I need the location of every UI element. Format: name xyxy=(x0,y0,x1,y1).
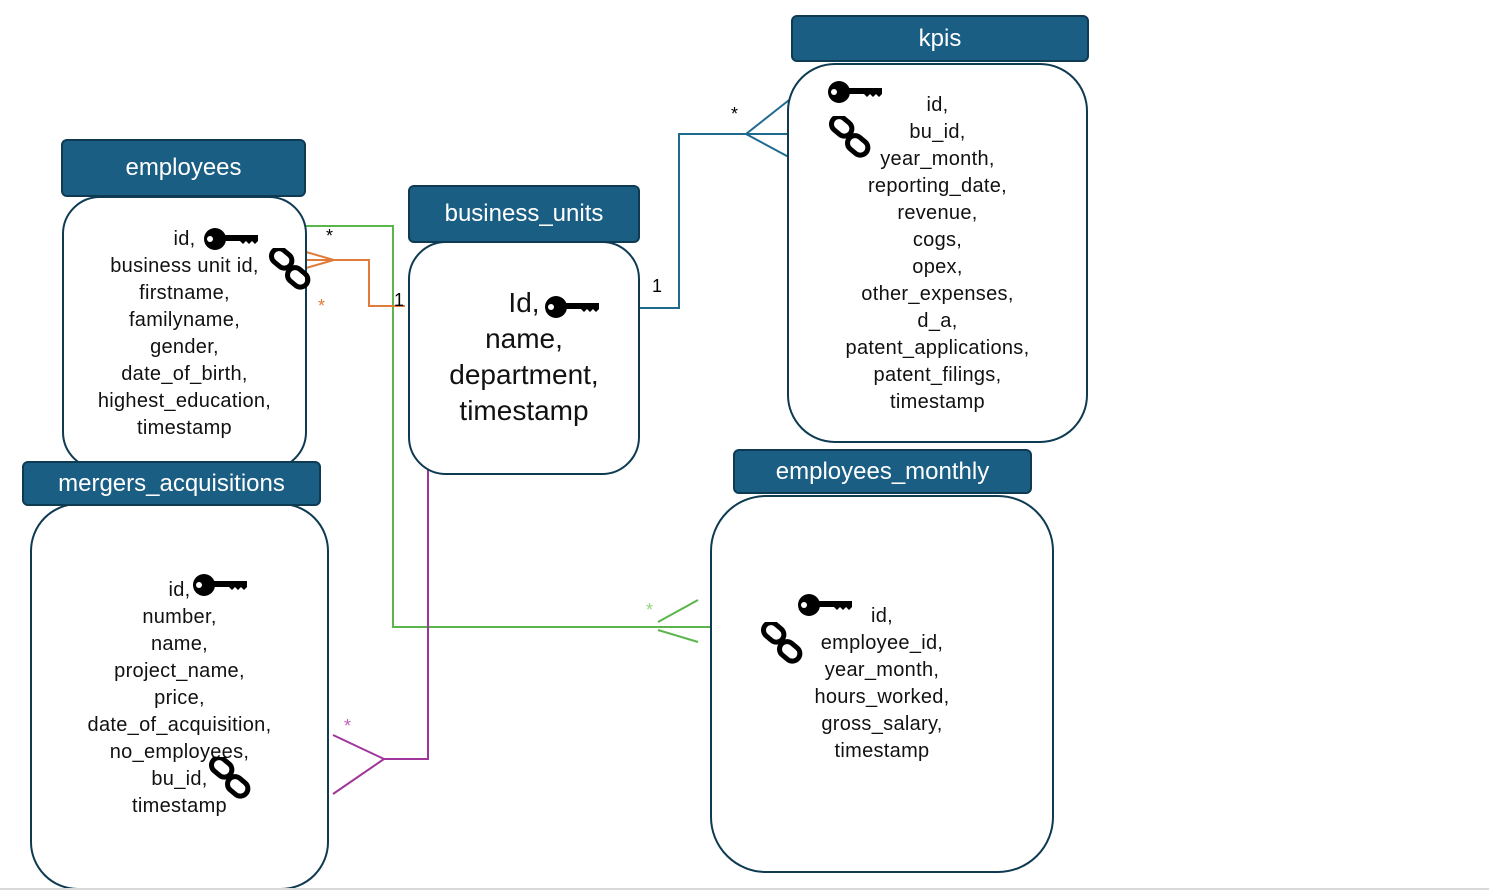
business-units-table-body[interactable]: Id, name, department, timestamp xyxy=(408,241,640,475)
field-timestamp: timestamp xyxy=(459,395,589,426)
field-cogs: cogs, xyxy=(912,229,963,251)
employees-table-header[interactable]: employees xyxy=(61,139,306,197)
field-familyname: familyname, xyxy=(128,309,241,331)
kpis-table-header[interactable]: kpis xyxy=(791,15,1089,62)
bu-mergers-crowfoot-lower xyxy=(332,758,385,795)
key-icon xyxy=(193,574,247,596)
field-name: name, xyxy=(150,633,209,655)
field-id: Id, xyxy=(508,287,540,318)
bu-kpis-link xyxy=(616,133,808,309)
bottom-divider xyxy=(0,888,1489,890)
chain-link-icon xyxy=(268,248,311,290)
field-id: id, xyxy=(168,579,191,601)
bu-employees-crowfoot xyxy=(305,251,338,269)
business-units-fields: Id, name, department, timestamp xyxy=(410,285,638,429)
kpis-fields: id, bu_id, year_month, reporting_date, r… xyxy=(789,92,1086,416)
field-highest-education: highest_education, xyxy=(97,390,272,412)
chain-link-icon xyxy=(208,757,251,799)
bu-employees-link xyxy=(300,259,405,307)
mergers-acquisitions-table-body[interactable]: id, number, name, project_name, price, d… xyxy=(30,503,329,890)
field-other-expenses: other_expenses, xyxy=(861,283,1014,305)
field-number: number, xyxy=(142,606,217,628)
field-d-a: d_a, xyxy=(917,310,958,332)
field-timestamp: timestamp xyxy=(132,795,227,817)
field-gender: gender, xyxy=(150,336,219,358)
field-patent-applications: patent_applications, xyxy=(845,337,1030,359)
bu-employees-many-label-black: * xyxy=(326,226,334,246)
field-timestamp: timestamp xyxy=(137,417,232,439)
field-date-of-acquisition: date_of_acquisition, xyxy=(87,714,272,736)
field-date-of-birth: date_of_birth, xyxy=(121,363,248,385)
mergers-acquisitions-fields: id, number, name, project_name, price, d… xyxy=(32,577,327,820)
bu-mergers-many-label: * xyxy=(344,716,352,736)
field-firstname: firstname, xyxy=(139,282,230,304)
employees-monthly-table-header[interactable]: employees_monthly xyxy=(733,449,1032,494)
field-timestamp: timestamp xyxy=(834,740,930,762)
employees-monthly-crowfoot-lower xyxy=(657,629,699,643)
employees-monthly-fields: id, employee_id, year_month, hours_worke… xyxy=(712,603,1052,765)
employees-monthly-table-body[interactable]: id, employee_id, year_month, hours_worke… xyxy=(710,495,1054,873)
bu-employees-one-label: 1 xyxy=(394,290,405,310)
field-department: department, xyxy=(449,359,599,390)
field-year-month: year_month, xyxy=(880,148,995,170)
field-reporting-date: reporting_date, xyxy=(867,175,1008,197)
kpis-table-body[interactable]: id, bu_id, year_month, reporting_date, r… xyxy=(787,63,1088,443)
field-bu-id: bu_id, xyxy=(151,768,208,790)
employees-monthly-crowfoot-upper xyxy=(657,599,699,623)
mergers-acquisitions-table-header[interactable]: mergers_acquisitions xyxy=(22,461,321,506)
field-name: name, xyxy=(485,323,563,354)
field-id: id, xyxy=(173,228,196,250)
field-employee-id: employee_id, xyxy=(820,632,944,654)
field-hours-worked: hours_worked, xyxy=(814,686,950,708)
field-business-unit-id: business unit id, xyxy=(110,255,259,277)
field-id: id, xyxy=(926,94,949,116)
chain-link-icon xyxy=(760,622,803,664)
field-opex: opex, xyxy=(912,256,963,278)
field-project-name: project_name, xyxy=(114,660,245,682)
field-year-month: year_month, xyxy=(824,659,940,681)
key-icon xyxy=(798,594,852,616)
employees-monthly-many-label: * xyxy=(646,600,654,620)
employees-table-body[interactable]: id, business unit id, firstname, familyn… xyxy=(62,196,307,470)
bu-mergers-crowfoot-upper xyxy=(332,734,385,760)
bu-kpis-one-label: 1 xyxy=(652,276,663,296)
field-gross-salary: gross_salary, xyxy=(821,713,943,735)
employees-fields: id, business unit id, firstname, familyn… xyxy=(64,226,305,442)
employees-monthly-link xyxy=(225,225,713,628)
key-icon xyxy=(828,81,882,103)
business-units-table-header[interactable]: business_units xyxy=(408,185,640,243)
field-bu-id: bu_id, xyxy=(909,121,966,143)
field-no-employees: no_employees, xyxy=(109,741,250,763)
bu-employees-many-label: * xyxy=(318,296,326,316)
field-price: price, xyxy=(154,687,205,709)
key-icon xyxy=(204,228,258,250)
key-icon xyxy=(545,296,599,318)
field-patent-filings: patent_filings, xyxy=(873,364,1002,386)
field-id: id, xyxy=(870,605,894,627)
field-revenue: revenue, xyxy=(897,202,978,224)
bu-kpis-many-label: * xyxy=(731,104,739,124)
field-timestamp: timestamp xyxy=(890,391,985,413)
chain-link-icon xyxy=(828,116,871,158)
